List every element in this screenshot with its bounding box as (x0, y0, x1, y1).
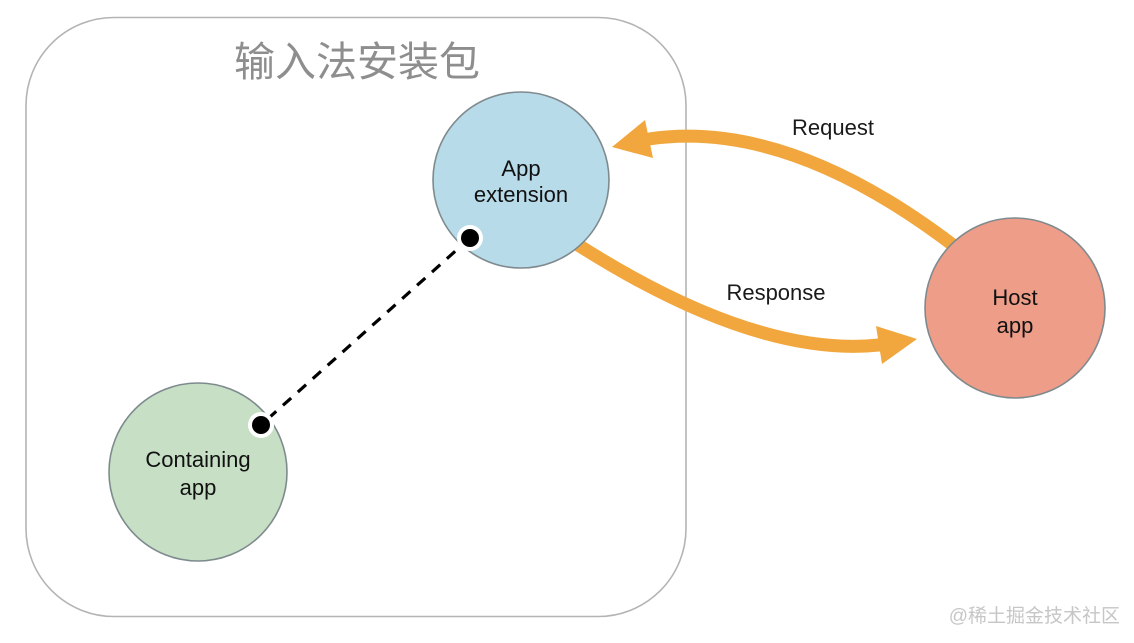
containing-app-label-line1: Containing (145, 447, 250, 472)
response-arrow-body (568, 236, 886, 353)
host-app-label-line2: app (997, 313, 1034, 338)
containing-extension-connector (259, 236, 472, 427)
request-arrow-body (642, 129, 969, 259)
host-app-label-line1: Host (992, 285, 1037, 310)
response-label: Response (726, 280, 825, 305)
request-arrowhead-icon (612, 120, 653, 158)
request-arrow: Request (612, 115, 969, 259)
installer-package-boundary (25, 16, 687, 618)
containing-app-node: Containing app (108, 382, 288, 562)
response-arrow: Response (568, 236, 917, 364)
app-extension-label-line2: extension (474, 182, 568, 207)
endpoint-dot-core (252, 416, 270, 434)
host-app-node: Host app (924, 217, 1106, 399)
package-title: 输入法安装包 (234, 39, 480, 85)
watermark: @稀土掘金技术社区 (949, 605, 1120, 627)
containing-app-circle (108, 382, 288, 562)
connector-endpoint-dot (248, 412, 274, 438)
app-extension-label-line1: App (501, 156, 540, 181)
app-extension-node: App extension (432, 91, 610, 269)
host-app-circle (924, 217, 1106, 399)
connector-endpoint-dot (457, 225, 483, 251)
endpoint-dot-core (461, 229, 479, 247)
containing-app-label-line2: app (180, 475, 217, 500)
app-extension-circle (432, 91, 610, 269)
request-label: Request (792, 115, 874, 140)
response-arrowhead-icon (876, 326, 917, 364)
